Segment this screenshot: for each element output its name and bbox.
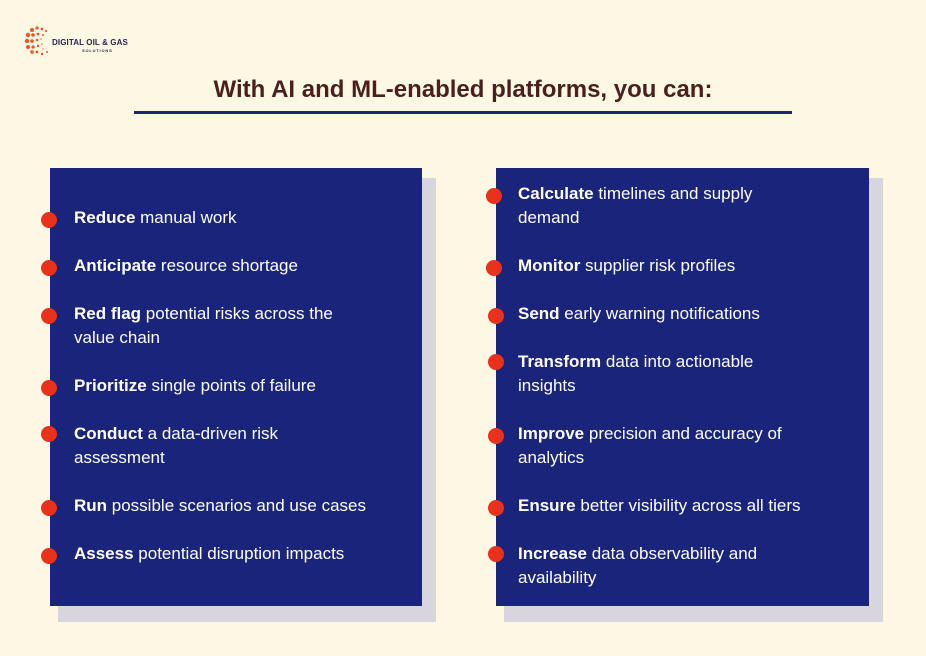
company-logo: DIGITAL OIL & GAS SOLUTIONS (22, 22, 152, 64)
left-panel (50, 168, 422, 606)
bullet-icon (41, 260, 57, 276)
bullet-icon (41, 500, 57, 516)
bullet-icon (488, 308, 504, 324)
bullet-icon (41, 548, 57, 564)
list-item: Assess potential disruption impacts (74, 544, 345, 563)
bullet-icon (41, 308, 57, 324)
bullet-icon (41, 212, 57, 228)
logo-subtitle: SOLUTIONS (82, 48, 113, 53)
list-item: Red flag potential risks across the valu… (74, 304, 333, 347)
list-item: Ensure better visibility across all tier… (518, 496, 801, 515)
bullet-icon (486, 188, 502, 204)
title-underline (134, 111, 792, 114)
list-item: Conduct a data-driven risk assessment (74, 424, 279, 467)
right-panel (496, 168, 869, 606)
page-title: With AI and ML-enabled platforms, you ca… (213, 76, 713, 103)
bullet-icon (488, 500, 504, 516)
list-item: Transform data into actionable insights (518, 352, 754, 395)
bullet-icon (488, 354, 504, 370)
bullet-icon (41, 426, 57, 442)
bullet-icon (488, 546, 504, 562)
list-item: Anticipate resource shortage (74, 256, 298, 275)
list-item: Run possible scenarios and use cases (74, 496, 366, 515)
logo-name: DIGITAL OIL & GAS (52, 38, 128, 47)
bullet-icon (41, 380, 57, 396)
list-item: Monitor supplier risk profiles (518, 256, 736, 275)
list-item: Improve precision and accuracy of analyt… (518, 424, 782, 467)
list-item: Calculate timelines and supply demand (518, 184, 753, 227)
bullet-icon (488, 428, 504, 444)
list-item: Reduce manual work (74, 208, 237, 227)
list-item: Send early warning notifications (518, 304, 760, 323)
list-item: Increase data observability and availabi… (518, 544, 758, 587)
logo-dots-icon (24, 26, 48, 56)
list-item: Prioritize single points of failure (74, 376, 316, 395)
bullet-icon (486, 260, 502, 276)
